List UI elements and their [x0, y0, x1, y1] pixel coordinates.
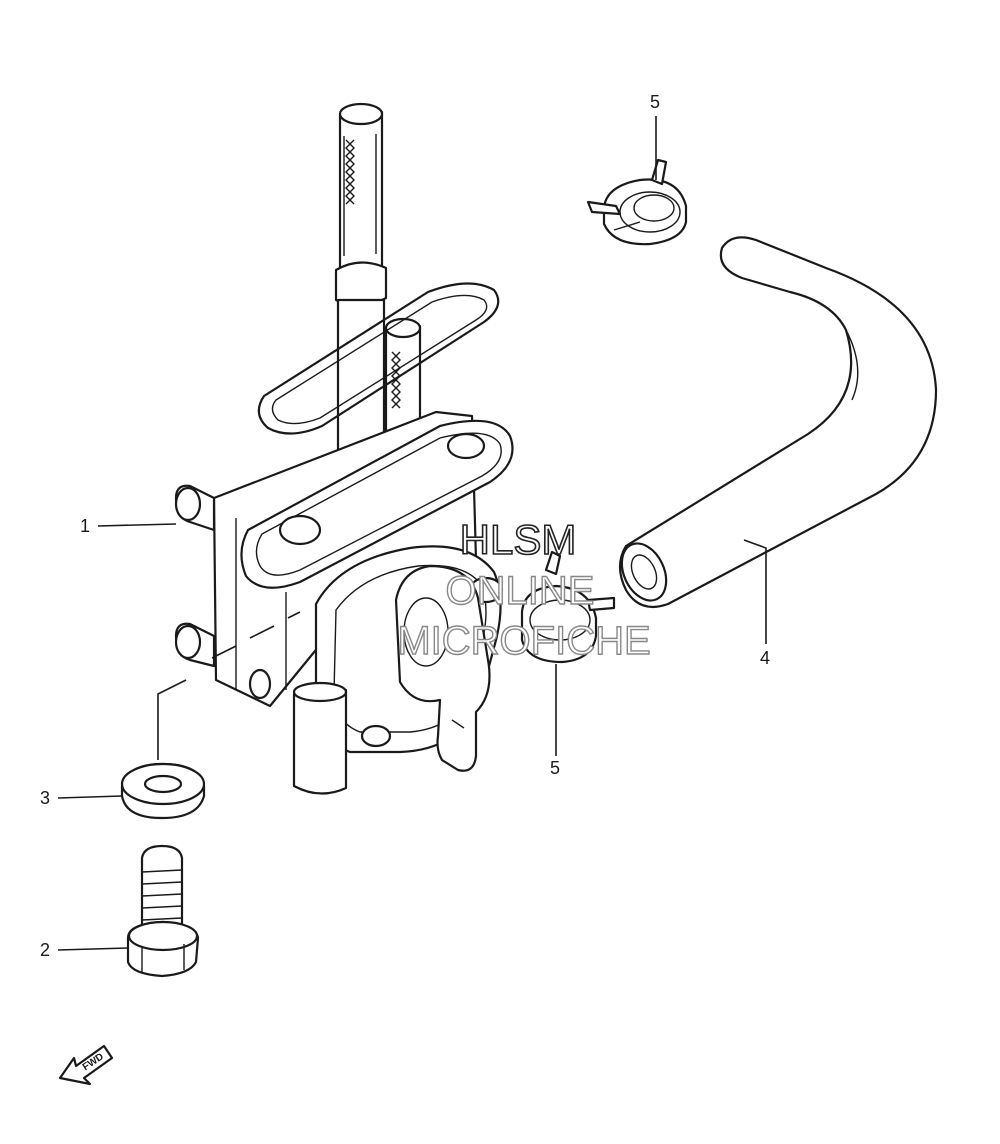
hose-clamp-bottom	[520, 550, 616, 664]
hose-clamp-top	[586, 158, 688, 246]
watermark-microfiche: MICROFICHE	[397, 619, 650, 663]
bolt	[126, 844, 200, 978]
callout-4: 4	[760, 648, 770, 668]
callout-5-top: 5	[650, 92, 660, 112]
washer	[120, 762, 206, 820]
fuel-hose	[618, 236, 938, 608]
callout-3: 3	[40, 788, 50, 808]
callout-2: 2	[40, 940, 50, 960]
watermark-hlsm: HLSM	[460, 516, 577, 563]
watermark-online: ONLINE	[446, 569, 595, 613]
fwd-arrow-icon: FWD	[58, 1044, 114, 1086]
callout-1: 1	[80, 516, 90, 536]
callout-5-bottom: 5	[550, 758, 560, 778]
leader-lines	[57, 116, 767, 951]
fuel-cock	[174, 102, 514, 795]
